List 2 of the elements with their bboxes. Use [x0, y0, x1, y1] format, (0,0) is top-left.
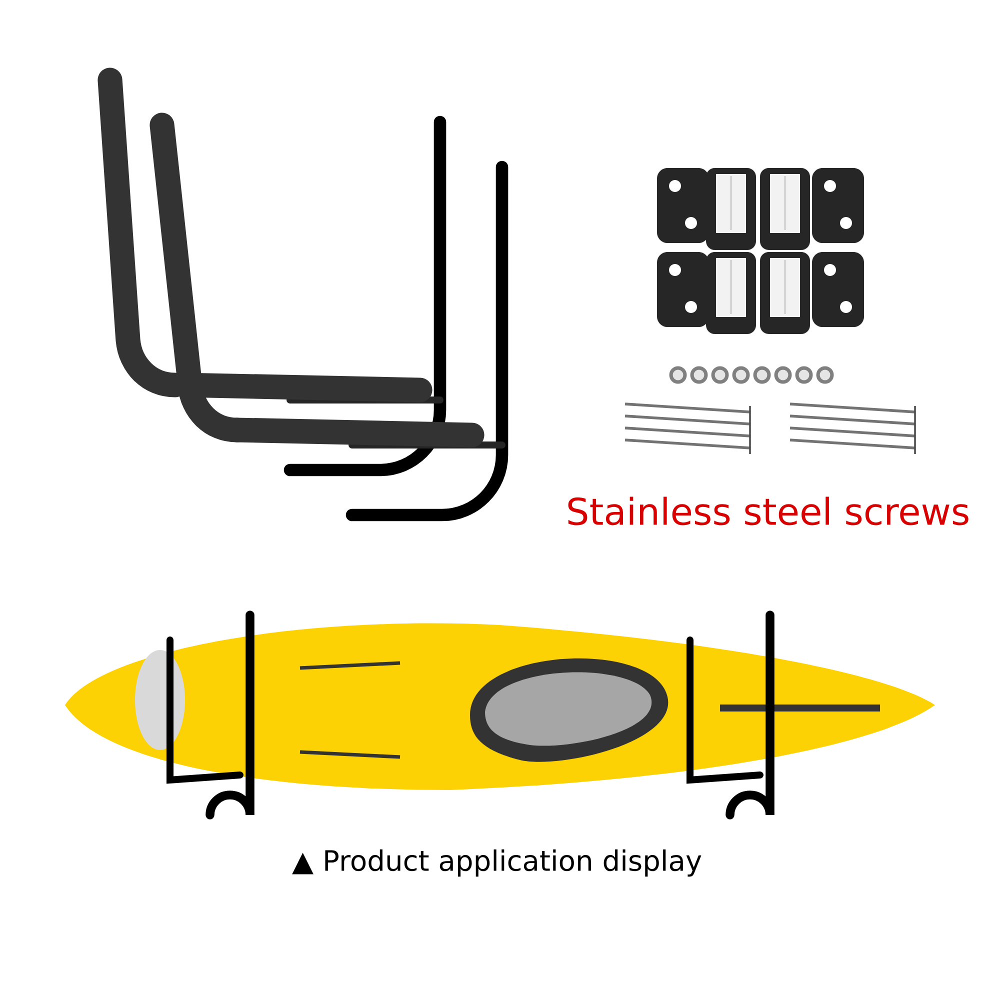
- caption-text: ▲ Product application display: [292, 849, 702, 877]
- caption-text: Stainless steel screws: [568, 496, 968, 526]
